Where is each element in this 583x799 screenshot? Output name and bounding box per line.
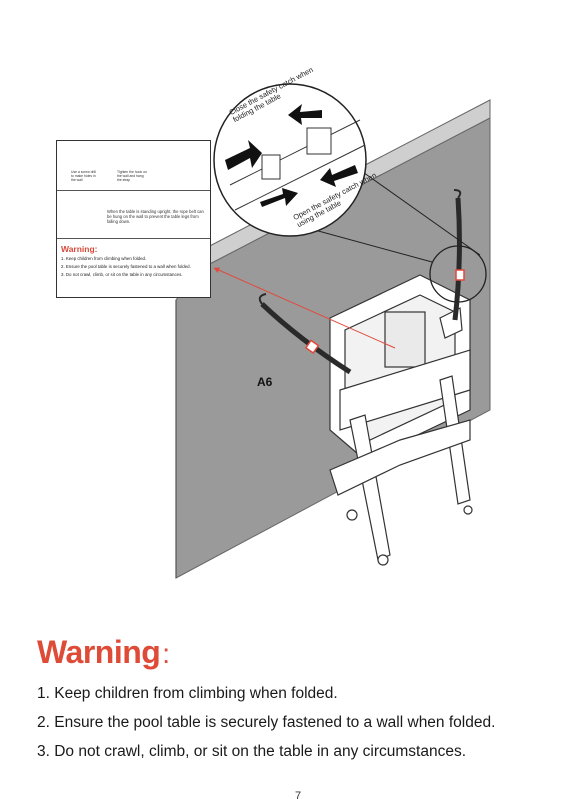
warning-section: Warning: 1. Keep children from climbing … <box>37 632 577 766</box>
warning-label-sticker: Use a screw drill to make holes in the w… <box>56 140 211 298</box>
label-instructions-row <box>57 141 210 191</box>
label-warning-item: 1. Keep children from climbing when fold… <box>61 256 147 261</box>
safety-catch-detail <box>213 83 367 237</box>
arrow-icon <box>288 104 322 125</box>
arrow-icon <box>260 188 298 207</box>
label-warning-title: Warning: <box>61 244 98 254</box>
label-warning-item: 2. Ensure the pool table is securely fas… <box>61 264 191 269</box>
warning-title-colon: : <box>162 638 170 669</box>
warning-title: Warning: <box>37 632 577 674</box>
warning-item: 1. Keep children from climbing when fold… <box>37 685 338 702</box>
label-strap-text: When the table is standing upright, the … <box>107 209 204 224</box>
assembly-illustration <box>63 83 491 579</box>
label-warning-item: 3. Do not crawl, climb, or sit on the ta… <box>61 272 183 277</box>
strap-left <box>258 293 352 375</box>
warning-item: 3. Do not crawl, climb, or sit on the ta… <box>37 743 467 760</box>
label-strap-row <box>57 191 210 239</box>
guide-line <box>213 267 396 349</box>
folded-pool-table <box>329 274 473 566</box>
label-warning-list: 1. Keep children from climbing when fold… <box>61 255 209 279</box>
warning-title-text: Warning <box>37 634 161 670</box>
page-number: 7 <box>295 790 302 799</box>
warning-list: 1. Keep children from climbing when fold… <box>37 679 577 766</box>
detail-circle-small <box>429 245 487 303</box>
part-label-a6: A6 <box>257 375 273 389</box>
arrow-icon <box>320 165 358 187</box>
arrow-icon <box>225 140 262 170</box>
strap-right <box>452 189 465 321</box>
warning-item: 2. Ensure the pool table is securely fas… <box>37 714 496 731</box>
label-caption-hook: Tighten the hook on the wall and hang th… <box>117 170 147 182</box>
label-caption-drill: Use a screw drill to make holes in the w… <box>71 170 96 182</box>
